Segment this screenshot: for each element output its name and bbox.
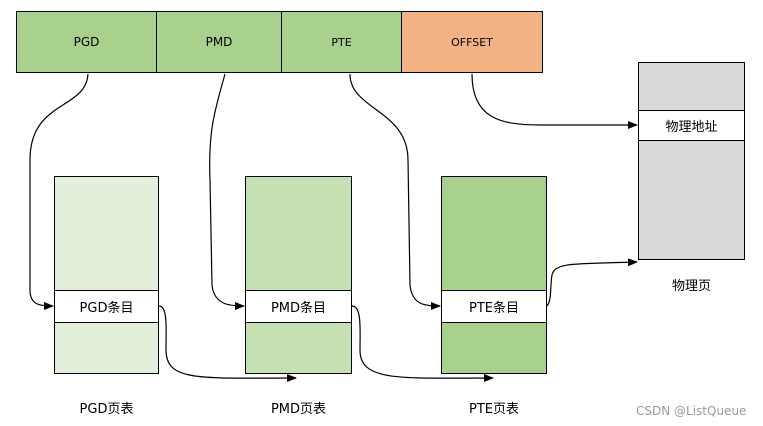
pmd-table-caption: PMD页表: [270, 402, 327, 417]
arrow-pte-entry-to-physical-page: [546, 258, 638, 307]
pgd-entry: PGD条目: [54, 290, 159, 323]
arrow-pgd-field-to-entry: [29, 73, 89, 310]
physical-address-entry: 物理地址: [638, 110, 745, 141]
pte-entry: PTE条目: [441, 290, 547, 323]
physical-page-caption: 物理页: [671, 279, 711, 294]
arrow-offset-to-physical-address: [471, 73, 638, 129]
pmd-table: PMD条目: [245, 176, 352, 374]
pte-table-caption: PTE页表: [469, 402, 519, 417]
pgd-table-caption: PGD页表: [79, 402, 134, 417]
offset-field: OFFSET: [401, 11, 543, 73]
pmd-entry: PMD条目: [245, 290, 352, 323]
arrow-pmd-entry-to-pte-table: [351, 305, 494, 383]
physical-page: 物理地址: [638, 62, 745, 260]
pmd-field: PMD: [156, 11, 282, 73]
pte-field: PTE: [281, 11, 402, 73]
watermark: CSDN @ListQueue: [636, 404, 747, 418]
arrow-pte-field-to-entry: [349, 73, 441, 310]
arrow-pmd-field-to-entry: [209, 73, 245, 310]
pgd-table: PGD条目: [54, 176, 159, 374]
pgd-field: PGD: [16, 11, 157, 73]
arrow-pgd-entry-to-pmd-table: [158, 305, 297, 383]
pte-table: PTE条目: [441, 176, 547, 374]
